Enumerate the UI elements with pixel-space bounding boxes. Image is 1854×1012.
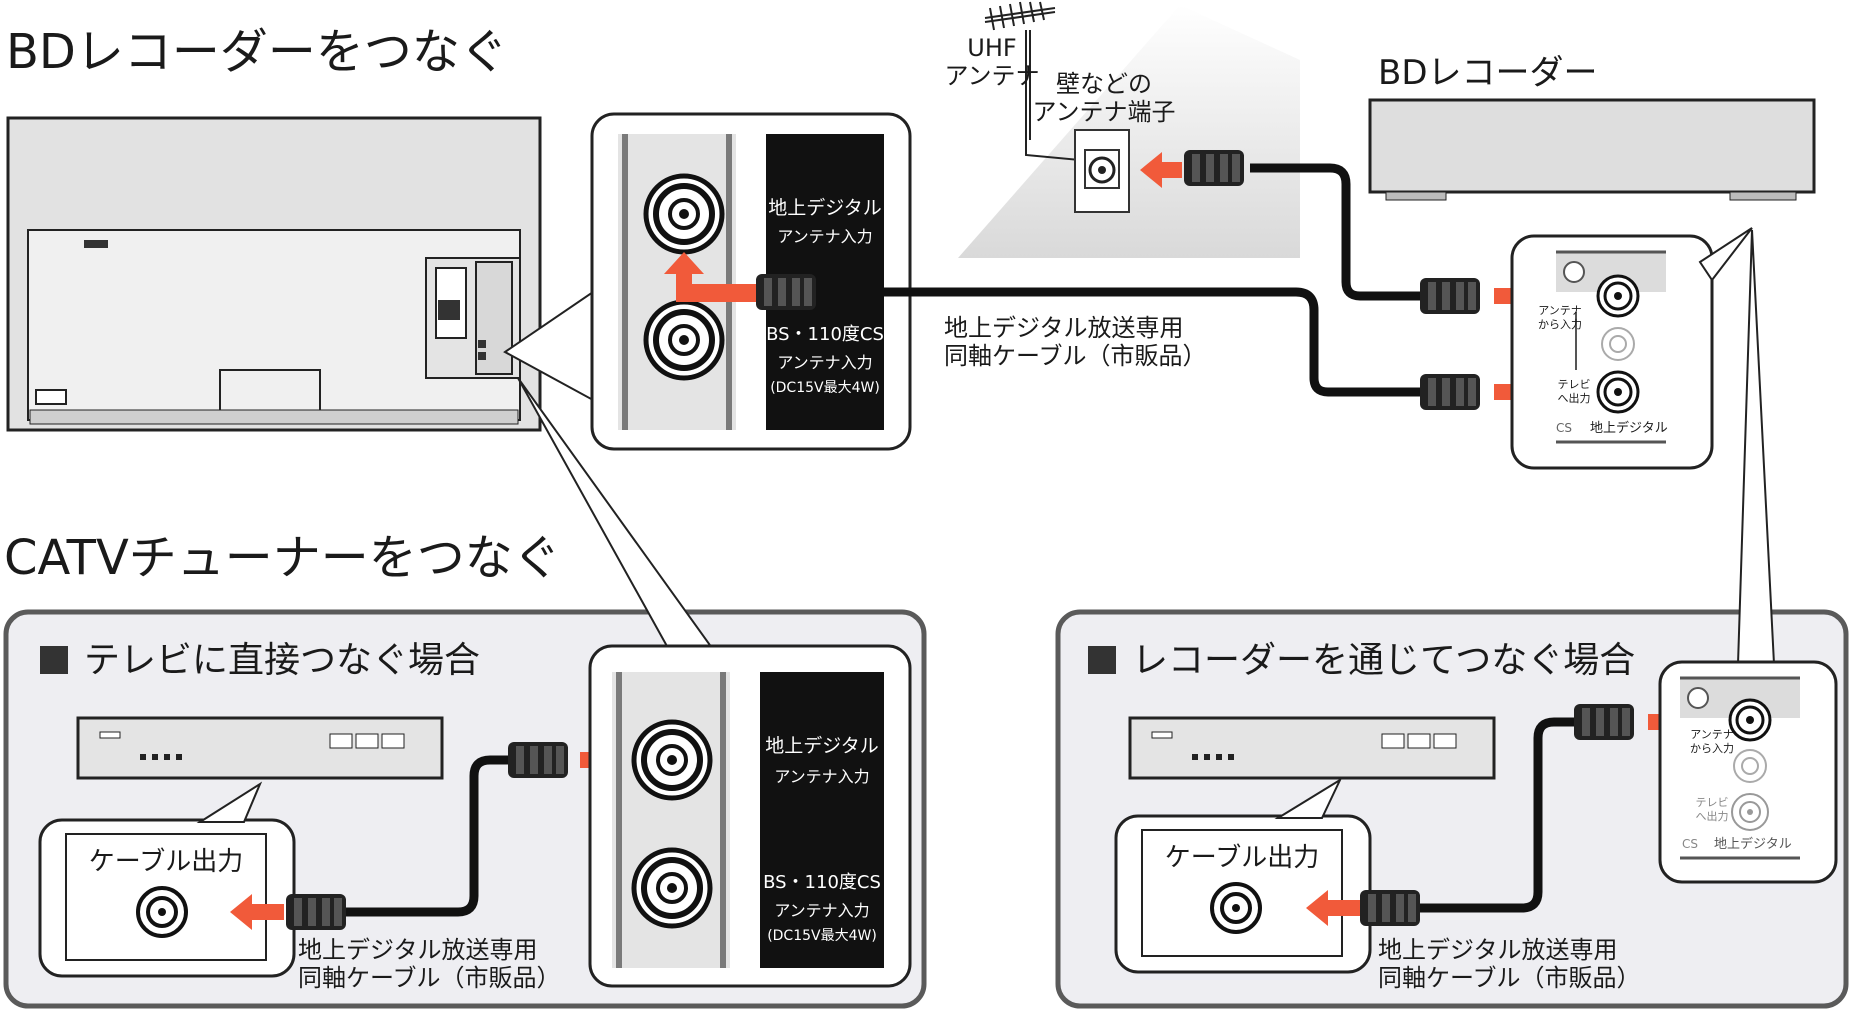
bd-section-title: BDレコーダーをつなぐ [6, 24, 508, 80]
coax-plug-icon [1420, 374, 1480, 410]
coax-cable-tv-recorder [816, 287, 1420, 397]
recorder-antenna-in-jack-icon [1596, 274, 1640, 318]
bs-input-jack-icon [634, 850, 710, 926]
recorder-tv-out-jack-icon [1731, 793, 1769, 831]
coax-plug-icon [756, 274, 816, 310]
tv-bs-label: BS・110度CS [763, 872, 881, 893]
terrestrial-input-jack-icon [634, 722, 710, 798]
cable-output-label: ケーブル出力 [89, 847, 243, 877]
tv-terrestrial-sub: アンテナ入力 [777, 227, 872, 246]
wall-antenna-jack-icon [1074, 129, 1130, 213]
cable-output-label: ケーブル出力 [1165, 843, 1319, 873]
tv-bs-sub: アンテナ入力 [777, 353, 872, 372]
arrow-up-icon [664, 252, 760, 302]
tv-rear-panel [6, 116, 542, 432]
coax-plug-icon [1574, 704, 1634, 740]
cable-label: 地上デジタル放送専用 [944, 314, 1184, 342]
cable-output-jack-icon [136, 886, 188, 938]
arrow-into-wall-icon [1140, 152, 1182, 188]
arrow-left-icon [230, 894, 284, 930]
screw-icon [1563, 261, 1585, 283]
wall-jack-label: アンテナ端子 [1032, 98, 1175, 126]
tv-bs-label: BS・110度CS [766, 324, 884, 345]
callout-wedge [1736, 229, 1776, 665]
coax-plug-icon [1184, 150, 1244, 186]
coax-cable-catv-recorder [1420, 717, 1574, 913]
tv-bs-power: (DC15V最大4W) [770, 380, 880, 396]
recorder-port-label: へ出力 [1558, 391, 1591, 405]
recorder-port-label: CS [1556, 421, 1572, 435]
coax-cable-wall-recorder [1250, 163, 1420, 301]
heading-bullet-icon [1088, 646, 1116, 674]
cable-label: 同軸ケーブル（市販品） [1378, 964, 1641, 992]
bs-input-jack-icon [646, 302, 722, 378]
coax-plug-icon [508, 742, 568, 778]
recorder-port-label: アンテナ [1690, 728, 1734, 741]
coax-plug-icon [1360, 890, 1420, 926]
recorder-antenna-in-jack-icon [1728, 698, 1772, 742]
cable-output-jack-icon [1210, 882, 1262, 934]
catv-section-title: CATVチューナーをつなぐ [4, 530, 561, 586]
recorder-port-label: テレビ [1696, 796, 1729, 809]
recorder-port-label: CS [1682, 837, 1698, 851]
coax-plug-icon [1420, 278, 1480, 314]
recorder-port-label: 地上デジタル [1590, 420, 1668, 436]
recorder-title: BDレコーダー [1378, 53, 1598, 93]
recorder-unused-jack-icon [1733, 749, 1767, 783]
callout-wedge [1274, 777, 1343, 819]
cable-label: 同軸ケーブル（市販品） [298, 964, 561, 992]
tv-bs-power: (DC15V最大4W) [767, 928, 877, 944]
cable-label: 同軸ケーブル（市販品） [944, 342, 1207, 370]
recorder-port-label: アンテナ [1538, 304, 1582, 317]
recorder-port-label: 地上デジタル [1714, 836, 1792, 852]
catv-tuner-device [76, 716, 444, 780]
cable-label: 地上デジタル放送専用 [298, 936, 538, 964]
recorder-port-label: へ出力 [1696, 809, 1729, 823]
tv-terrestrial-sub: アンテナ入力 [774, 767, 869, 786]
catv-direct-heading: テレビに直接つなぐ場合 [84, 640, 480, 681]
callout-wedge [1698, 227, 1753, 282]
coax-plug-icon [286, 894, 346, 930]
recorder-port-label: テレビ [1558, 378, 1591, 391]
recorder-port-label: から入力 [1538, 318, 1582, 331]
arrow-left-icon [1306, 890, 1360, 926]
catv-recorder-heading: レコーダーを通じてつなぐ場合 [1132, 640, 1635, 681]
uhf-label: UHF [967, 34, 1016, 62]
uhf-label: アンテナ [944, 62, 1039, 90]
wall-jack-label: 壁などの [1056, 70, 1152, 98]
heading-bullet-icon [40, 646, 68, 674]
callout-wedge [196, 781, 263, 823]
recorder-port-label: から入力 [1690, 742, 1734, 755]
terrestrial-input-jack-icon [646, 176, 722, 252]
tv-terrestrial-label: 地上デジタル [768, 197, 882, 219]
tv-bs-sub: アンテナ入力 [774, 901, 869, 920]
recorder-unused-jack-icon [1601, 327, 1635, 361]
coax-cable-catv-direct [346, 755, 512, 917]
bd-recorder-device [1368, 98, 1816, 201]
catv-tuner-device [1128, 716, 1496, 780]
tv-terrestrial-label: 地上デジタル [765, 735, 879, 757]
cable-label: 地上デジタル放送専用 [1378, 936, 1618, 964]
recorder-tv-out-jack-icon [1596, 370, 1640, 414]
screw-icon [1687, 687, 1709, 709]
